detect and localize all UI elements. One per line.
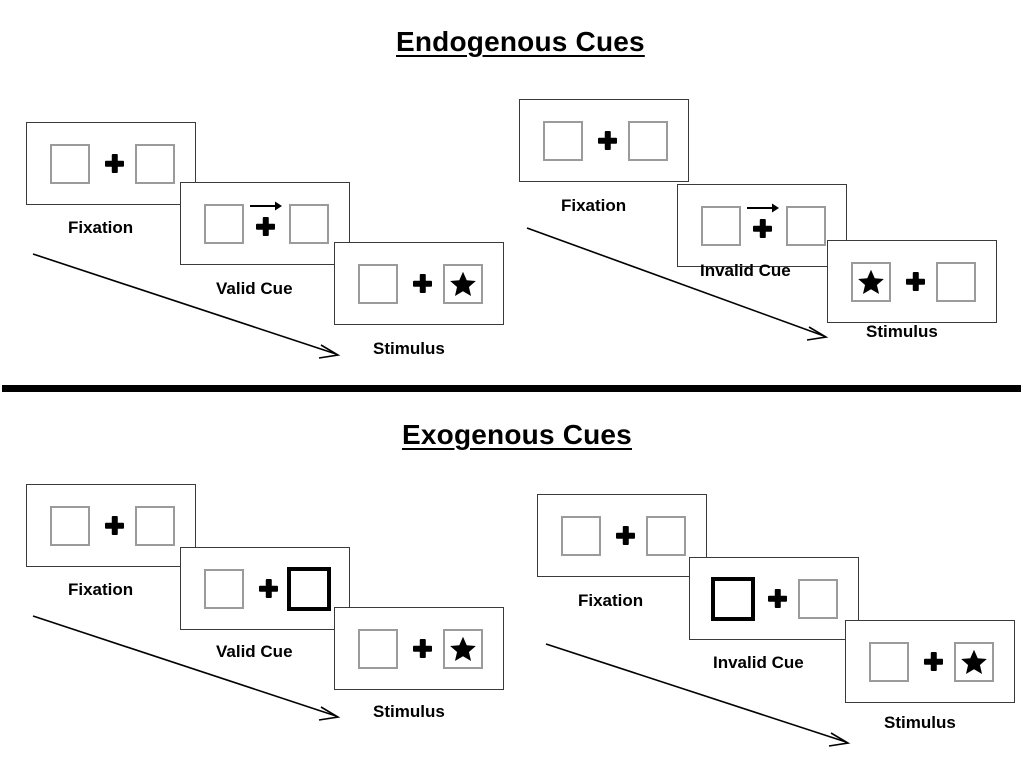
fixation-cross-icon xyxy=(616,526,635,545)
placeholder-box-left xyxy=(543,121,583,161)
fixation-cross-icon xyxy=(105,154,124,173)
placeholder-box-right xyxy=(786,206,826,246)
placeholder-box-right xyxy=(798,579,838,619)
star-icon xyxy=(449,270,477,298)
panel-exogenous-valid-fixation xyxy=(26,484,196,567)
panel-content xyxy=(828,241,996,322)
panel-content xyxy=(27,485,195,566)
panel-content xyxy=(538,495,706,576)
placeholder-box-left xyxy=(50,144,90,184)
panel-content xyxy=(678,185,846,266)
caption-endogenous-valid-fixation: Fixation xyxy=(68,218,134,237)
placeholder-box-right-cued xyxy=(287,567,331,611)
panel-content xyxy=(335,243,503,324)
panel-endogenous-invalid-stimulus xyxy=(827,240,997,323)
placeholder-box-left xyxy=(851,262,891,302)
fixation-cross-icon xyxy=(906,272,925,291)
panel-endogenous-valid-cue xyxy=(180,182,350,265)
panel-exogenous-invalid-fixation xyxy=(537,494,707,577)
time-flow-arrow-exogenous-invalid xyxy=(543,640,863,755)
star-icon xyxy=(449,635,477,663)
placeholder-box-right xyxy=(954,642,994,682)
cue-arrow-right-icon xyxy=(746,201,780,215)
fixation-cross-icon xyxy=(753,219,772,238)
fixation-cross-icon xyxy=(768,589,787,608)
fixation-cross-icon xyxy=(413,274,432,293)
panel-endogenous-valid-stimulus xyxy=(334,242,504,325)
caption-exogenous-invalid-stimulus: Stimulus xyxy=(884,713,956,732)
caption-endogenous-invalid-cue: Invalid Cue xyxy=(700,261,791,280)
caption-endogenous-invalid-fixation: Fixation xyxy=(561,196,627,215)
fixation-cross-icon xyxy=(105,516,124,535)
panel-content xyxy=(181,183,349,264)
panel-content xyxy=(520,100,688,181)
fixation-cross-icon xyxy=(413,639,432,658)
placeholder-box-left xyxy=(50,506,90,546)
caption-exogenous-invalid-fixation: Fixation xyxy=(578,591,644,610)
placeholder-box-left xyxy=(561,516,601,556)
panel-exogenous-valid-cue xyxy=(180,547,350,630)
caption-endogenous-valid-cue: Valid Cue xyxy=(216,279,293,298)
panel-endogenous-invalid-fixation xyxy=(519,99,689,182)
placeholder-box-right xyxy=(443,629,483,669)
panel-exogenous-invalid-cue xyxy=(689,557,859,640)
placeholder-box-right xyxy=(289,204,329,244)
placeholder-box-right xyxy=(628,121,668,161)
fixation-cross-icon xyxy=(598,131,617,150)
caption-endogenous-valid-stimulus: Stimulus xyxy=(373,339,445,358)
star-icon xyxy=(960,648,988,676)
panel-exogenous-valid-stimulus xyxy=(334,607,504,690)
placeholder-box-left xyxy=(204,569,244,609)
panel-content xyxy=(27,123,195,204)
caption-exogenous-invalid-cue: Invalid Cue xyxy=(713,653,804,672)
placeholder-box-left-cued xyxy=(711,577,755,621)
panel-endogenous-valid-fixation xyxy=(26,122,196,205)
panel-content xyxy=(846,621,1014,702)
section-divider xyxy=(2,385,1021,392)
placeholder-box-left xyxy=(358,629,398,669)
time-flow-arrow-endogenous-valid xyxy=(30,250,350,365)
caption-exogenous-valid-fixation: Fixation xyxy=(68,580,134,599)
fixation-cross-icon xyxy=(924,652,943,671)
section-title-endogenous: Endogenous Cues xyxy=(396,26,645,57)
placeholder-box-left xyxy=(204,204,244,244)
panel-content xyxy=(690,558,858,639)
placeholder-box-left xyxy=(701,206,741,246)
placeholder-box-left xyxy=(358,264,398,304)
placeholder-box-left xyxy=(869,642,909,682)
placeholder-box-right xyxy=(646,516,686,556)
fixation-cross-icon xyxy=(256,217,275,236)
caption-endogenous-invalid-stimulus: Stimulus xyxy=(866,322,938,341)
panel-content xyxy=(335,608,503,689)
panel-exogenous-invalid-stimulus xyxy=(845,620,1015,703)
caption-exogenous-valid-cue: Valid Cue xyxy=(216,642,293,661)
cue-arrow-right-icon xyxy=(249,199,283,213)
placeholder-box-right xyxy=(135,144,175,184)
fixation-cross-icon xyxy=(259,579,278,598)
section-title-exogenous: Exogenous Cues xyxy=(402,419,632,450)
caption-exogenous-valid-stimulus: Stimulus xyxy=(373,702,445,721)
panel-content xyxy=(181,548,349,629)
placeholder-box-right xyxy=(936,262,976,302)
placeholder-box-right xyxy=(135,506,175,546)
star-icon xyxy=(857,268,885,296)
placeholder-box-right xyxy=(443,264,483,304)
panel-endogenous-invalid-cue xyxy=(677,184,847,267)
